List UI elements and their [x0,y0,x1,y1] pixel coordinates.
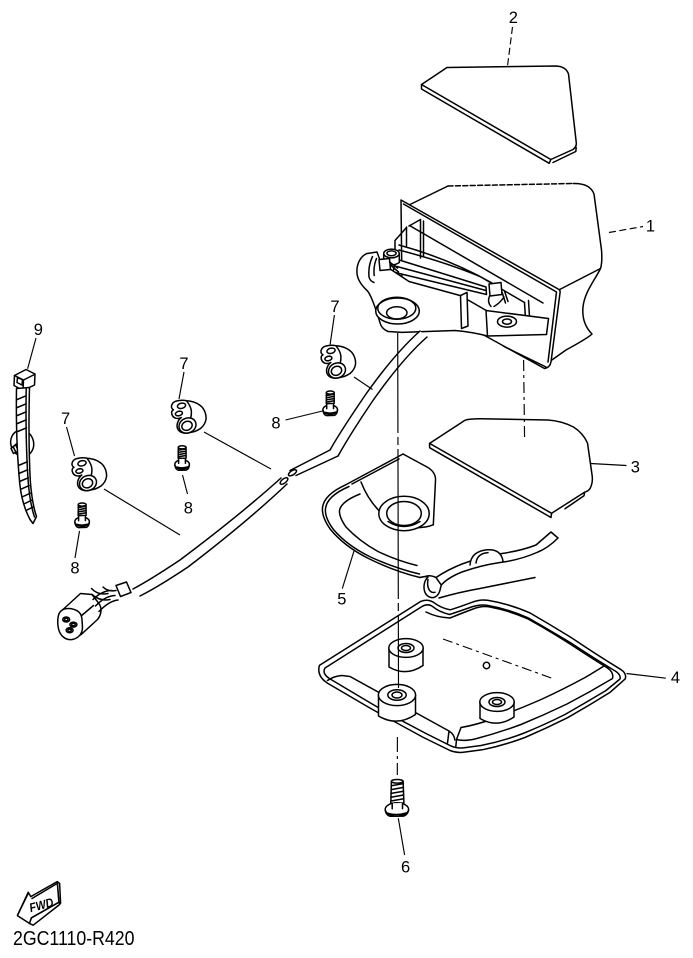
svg-text:5: 5 [337,591,346,609]
svg-text:8: 8 [184,500,193,518]
svg-text:4: 4 [671,669,680,687]
svg-text:8: 8 [70,560,79,578]
svg-text:3: 3 [631,459,640,477]
svg-text:8: 8 [271,415,280,433]
svg-text:1: 1 [646,218,655,236]
svg-text:9: 9 [34,321,43,339]
svg-text:FWD: FWD [28,895,55,915]
svg-text:7: 7 [61,410,70,428]
svg-text:6: 6 [401,859,410,877]
svg-text:2: 2 [509,9,518,27]
svg-text:7: 7 [179,355,188,373]
svg-text:2GC1110-R420: 2GC1110-R420 [13,928,135,950]
svg-text:7: 7 [330,298,339,316]
